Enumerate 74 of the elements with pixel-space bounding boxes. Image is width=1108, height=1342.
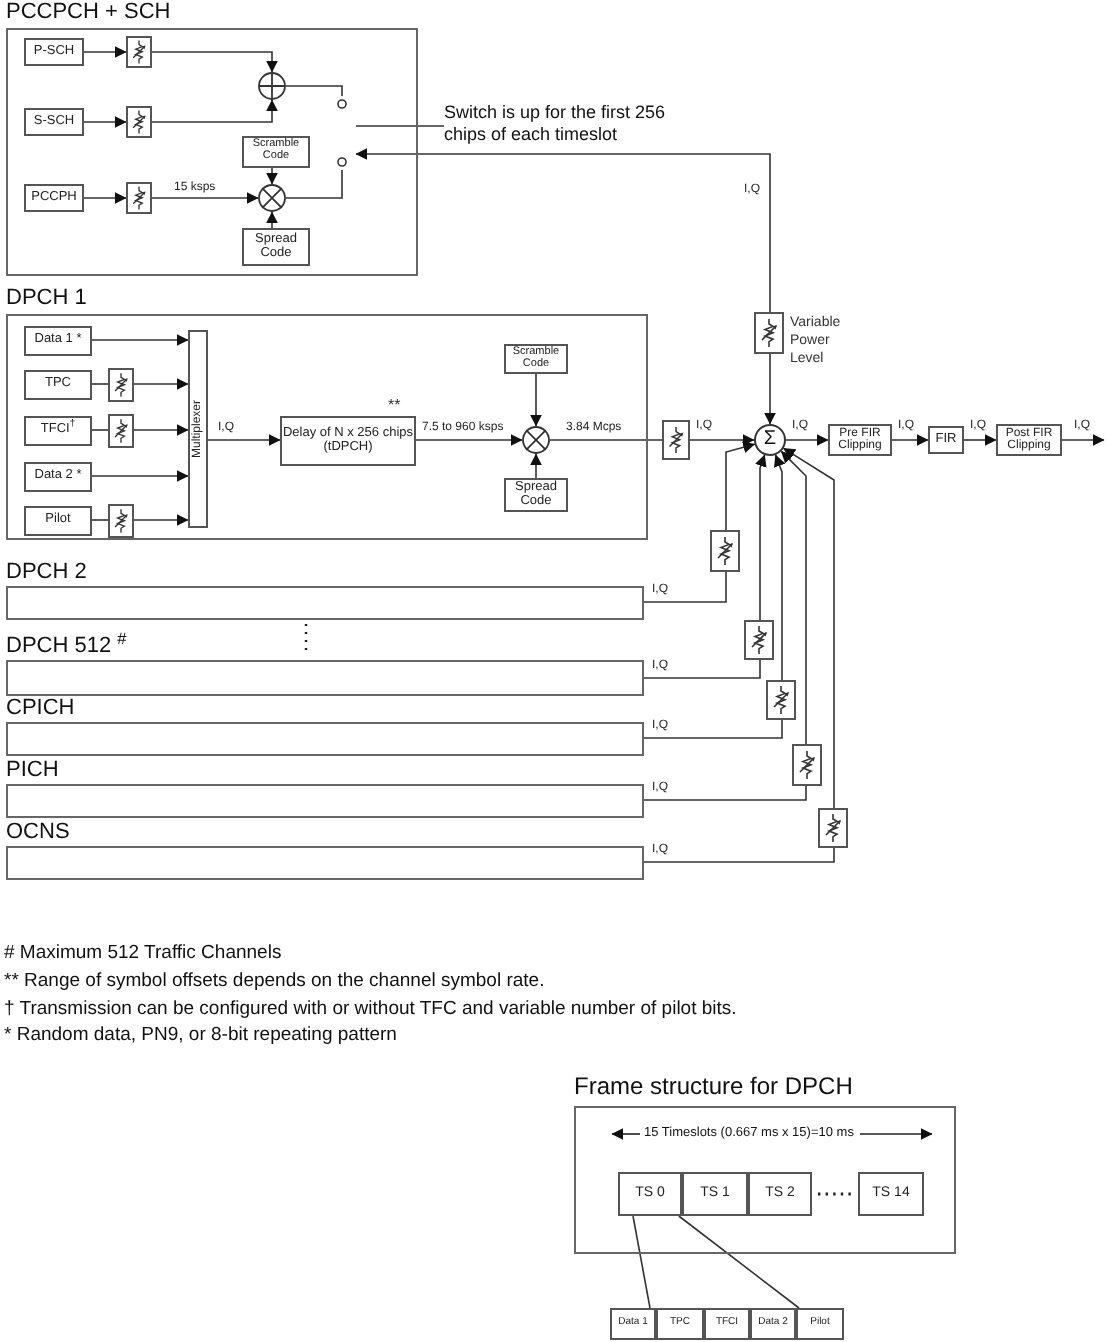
arrow (266, 167, 278, 185)
arrow (151, 192, 259, 204)
arrow (83, 46, 127, 58)
arrow (530, 453, 542, 479)
connector-line (549, 439, 663, 441)
connector-line (643, 571, 727, 603)
footnote-mark: ** (388, 396, 403, 414)
connector-line (643, 847, 835, 863)
connector-line (285, 85, 343, 97)
connector-line (91, 383, 109, 385)
block-title: PCCPCH + SCH (6, 2, 171, 24)
mixer-symbol (522, 426, 550, 454)
arrow (133, 424, 189, 436)
arrow (83, 192, 127, 204)
footnote: * Random data, PN9, or 8-bit repeating pattern (4, 1024, 397, 1048)
arrow (83, 116, 127, 128)
footnote: † Transmission can be configured with or without TFC and variable number of pilot bits. (4, 998, 737, 1022)
arrow (755, 454, 767, 621)
connector-line (643, 659, 761, 679)
arrow (725, 441, 756, 531)
arrow (91, 334, 189, 346)
block-title: PICH (6, 760, 59, 782)
attenuator-box (108, 414, 134, 448)
attenuator-box (108, 504, 134, 538)
block-title: OCNS (6, 822, 70, 844)
footnote: ** Range of symbol offsets depends on the channel symbol rate. (4, 970, 545, 994)
arrow (415, 434, 523, 446)
connector-line (678, 1215, 800, 1309)
attenuator-box (662, 420, 690, 460)
arrow (764, 353, 776, 425)
connector-line (643, 785, 807, 801)
arrow (207, 434, 281, 446)
arrow (151, 51, 278, 73)
attenuator-box (108, 368, 134, 402)
connector-line (643, 719, 783, 739)
connector-line (91, 519, 109, 521)
arrow (266, 211, 278, 229)
block-title: DPCH 1 (6, 288, 87, 310)
block-title: CPICH (6, 698, 75, 720)
block-title: DPCH 2 (6, 562, 87, 584)
attenuator-box (766, 680, 796, 720)
footnote: # Maximum 512 Traffic Channels (4, 942, 282, 966)
attenuator-box (792, 744, 822, 786)
arrow (782, 447, 835, 809)
mixer-symbol (258, 184, 286, 212)
arrow (785, 434, 829, 446)
arrow (530, 373, 542, 427)
arrow (355, 148, 771, 313)
block-title: DPCH 512 $^{#}$ (6, 636, 127, 658)
arrow (963, 434, 997, 446)
arrow (891, 434, 929, 446)
arrow (151, 99, 278, 123)
arrow (133, 514, 189, 526)
attenuator-box (126, 182, 152, 214)
note-text: Switch is up for the first 256 chips of each timeslot (444, 102, 700, 150)
arrow (91, 470, 189, 482)
arrow (689, 434, 755, 446)
attenuator-box (818, 808, 848, 848)
attenuator-box (126, 106, 152, 138)
arrow (1061, 434, 1105, 446)
attenuator-box (710, 530, 740, 572)
attenuator-box (744, 620, 774, 660)
arrow (133, 378, 189, 390)
summing-junction: Σ (754, 424, 786, 456)
connector-line (91, 429, 109, 431)
leader-line (355, 125, 445, 127)
block-title: Frame structure for DPCH (574, 1074, 853, 1098)
attenuator-box (754, 312, 784, 354)
adder-symbol (258, 72, 286, 100)
connector-line (285, 169, 343, 199)
connector-line (632, 1215, 651, 1309)
attenuator-box (126, 36, 152, 68)
arrow (780, 450, 807, 745)
arrow (774, 454, 786, 681)
